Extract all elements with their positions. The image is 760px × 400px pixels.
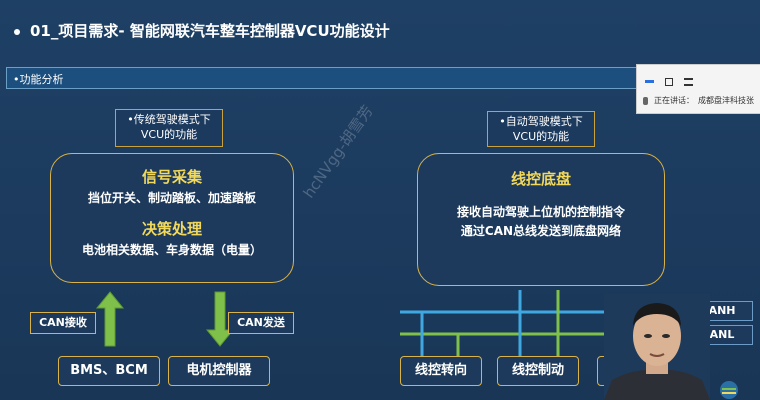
arrow-up-icon xyxy=(95,291,125,347)
heading-decision-processing: 决策处理 xyxy=(141,220,202,238)
tag-autonomous-mode: •自动驾驶模式下 VCU的功能 xyxy=(487,111,595,147)
minimize-icon[interactable] xyxy=(645,80,654,83)
label-can-send: CAN发送 xyxy=(228,312,294,334)
presenter-webcam xyxy=(604,294,710,400)
arrow-down-icon xyxy=(205,291,235,347)
box-traditional-functions: 信号采集 挡位开关、制动踏板、加速踏板 决策处理 电池相关数据、车身数据（电量） xyxy=(50,153,294,283)
title-bullet-icon xyxy=(14,28,20,35)
label-can-receive: CAN接收 xyxy=(30,312,96,334)
tag-autonomous-line2: VCU的功能 xyxy=(512,130,570,143)
text-receive-commands: 接收自动驾驶上位机的控制指令 xyxy=(456,205,625,219)
section-label: •功能分析 xyxy=(13,73,64,86)
slide-title: 01_项目需求- 智能网联汽车整车控制器VCU功能设计 xyxy=(14,20,390,41)
box-steer-by-wire: 线控转向 xyxy=(400,356,482,386)
tag-traditional-line1: •传统驾驶模式下 xyxy=(127,113,211,126)
section-bar: •功能分析 xyxy=(6,67,754,89)
box-drive-by-wire-chassis: 线控底盘 接收自动驾驶上位机的控制指令 通过CAN总线发送到底盘网络 xyxy=(417,153,665,286)
window-icon[interactable] xyxy=(665,77,674,86)
text-can-bus-send: 通过CAN总线发送到底盘网络 xyxy=(460,224,622,238)
brand-logo-icon xyxy=(720,381,738,399)
microphone-icon xyxy=(643,96,648,105)
list-icon[interactable] xyxy=(684,77,694,86)
popup-toolbar xyxy=(645,71,694,90)
tag-autonomous-line1: •自动驾驶模式下 xyxy=(499,115,583,128)
heading-drive-by-wire: 线控底盘 xyxy=(510,170,571,188)
watermark-text: hcNVgg-胡雪芳 xyxy=(299,102,377,202)
box-bms-bcm: BMS、BCM xyxy=(58,356,160,386)
speaking-label: 正在讲话： xyxy=(654,96,694,105)
tag-traditional-mode: •传统驾驶模式下 VCU的功能 xyxy=(115,109,223,147)
heading-signal-acquisition: 信号采集 xyxy=(141,168,202,186)
box-brake-by-wire: 线控制动 xyxy=(497,356,579,386)
speaking-name: 成都盘沣科技张 xyxy=(698,96,754,105)
speaking-status: 正在讲话： 成都盘沣科技张 xyxy=(643,95,754,106)
tag-traditional-line2: VCU的功能 xyxy=(140,128,198,141)
box-motor-controller: 电机控制器 xyxy=(168,356,270,386)
meeting-speaker-popup[interactable]: 正在讲话： 成都盘沣科技张 xyxy=(636,64,760,114)
text-decision-processing: 电池相关数据、车身数据（电量） xyxy=(81,243,262,257)
text-signal-acquisition: 挡位开关、制动踏板、加速踏板 xyxy=(87,191,256,205)
